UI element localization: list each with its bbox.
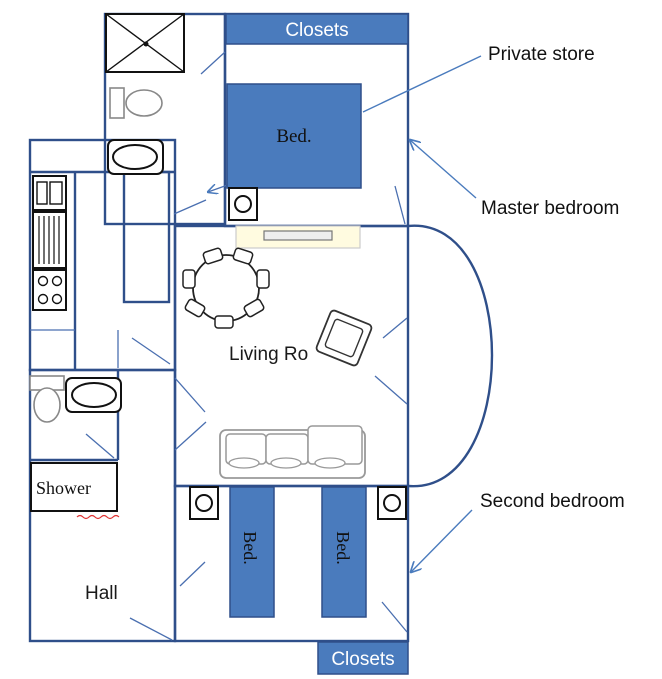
dish-rack-icon bbox=[32, 211, 67, 269]
kitchen-sink-icon bbox=[32, 175, 67, 211]
armchair-icon bbox=[315, 309, 373, 367]
bed-second-left-label: Bed. bbox=[240, 531, 260, 565]
sofa-icon bbox=[219, 425, 366, 479]
callout-private-store: Private store bbox=[362, 44, 595, 113]
callout-master-bedroom: Master bedroom bbox=[410, 140, 619, 219]
nightstand-lamp-icon bbox=[228, 187, 258, 221]
cooktop-icon bbox=[32, 269, 67, 311]
master-bed-label: Bed. bbox=[276, 126, 311, 147]
washbasin-icon bbox=[107, 139, 164, 175]
nightstand-second-right-icon bbox=[377, 486, 407, 520]
shower-label: Shower bbox=[36, 478, 91, 498]
bed-second-right: Bed. bbox=[321, 486, 367, 618]
master-bed: Bed. bbox=[226, 83, 362, 189]
second-bedroom-wall bbox=[173, 484, 410, 643]
toilet-hall-icon bbox=[29, 375, 65, 423]
master-bedroom-label: Master bedroom bbox=[481, 198, 619, 219]
closets-top-label: Closets bbox=[285, 20, 348, 41]
bed-second-right-label: Bed. bbox=[333, 531, 353, 565]
dining-table-icon bbox=[182, 247, 270, 329]
toilet-icon bbox=[109, 87, 163, 119]
spell-check-underline bbox=[76, 514, 120, 520]
callout-second-bedroom: Second bedroom bbox=[411, 491, 625, 572]
bed-second-left: Bed. bbox=[229, 486, 275, 618]
shower-box: Shower bbox=[30, 462, 120, 520]
closets-bottom-label: Closets bbox=[331, 649, 394, 670]
private-store-label: Private store bbox=[488, 44, 595, 65]
shower-tray-icon bbox=[105, 13, 185, 73]
second-bedroom-label: Second bedroom bbox=[480, 491, 625, 512]
balcony-arc bbox=[407, 224, 494, 488]
hall-label: Hall bbox=[85, 583, 118, 604]
closets-top: Closets bbox=[225, 13, 409, 45]
tv-cabinet bbox=[235, 225, 361, 249]
living-room-label: Living Ro bbox=[229, 344, 308, 365]
closets-bottom: Closets bbox=[317, 641, 409, 675]
washbasin-hall-icon bbox=[65, 377, 122, 413]
door-swings bbox=[85, 51, 408, 641]
kitchen-island bbox=[122, 170, 171, 304]
nightstand-second-left-icon bbox=[189, 486, 219, 520]
